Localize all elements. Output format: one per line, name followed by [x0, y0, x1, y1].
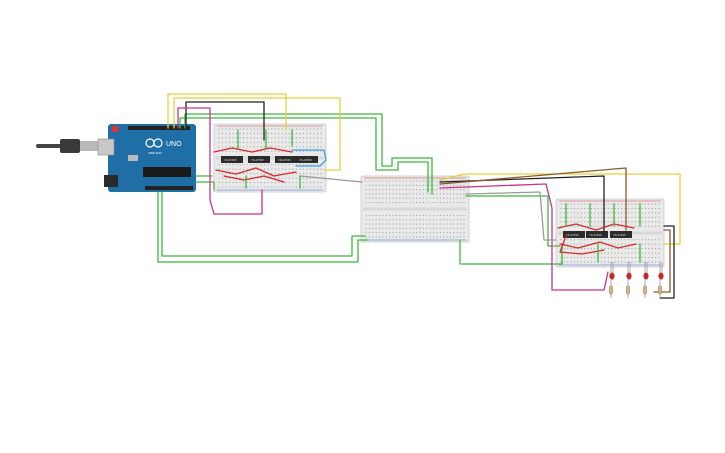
led-with-resistor[interactable]: [626, 262, 632, 298]
chip-label: 74HC595: [299, 158, 312, 162]
jumper-wire[interactable]: [167, 93, 287, 131]
resistor-icon: [658, 285, 662, 295]
jumper-wire[interactable]: [439, 173, 681, 245]
shift-register-chip[interactable]: 74HC595: [563, 231, 585, 238]
atmega-chip: [143, 167, 191, 177]
jumper-wire[interactable]: [459, 239, 563, 265]
arduino-board[interactable]: UNO ARDUINO: [97, 124, 196, 192]
jumper-wire[interactable]: [439, 183, 609, 291]
digital-header: [128, 126, 190, 130]
jumper-wire[interactable]: [223, 175, 285, 183]
board-brand: ARDUINO: [148, 151, 163, 155]
shift-register-chip[interactable]: 74HC595: [586, 231, 608, 238]
power-jack: [104, 175, 118, 187]
jumper-wire[interactable]: [439, 175, 605, 233]
jumper-wire[interactable]: [659, 225, 675, 299]
led-with-resistor[interactable]: [609, 262, 615, 298]
jumper-wire[interactable]: [291, 149, 327, 167]
jumper-wire[interactable]: [173, 97, 341, 171]
led-icon: [626, 272, 632, 280]
resistor-icon: [609, 285, 613, 295]
breadboard-holes: [560, 203, 660, 263]
board-name: UNO: [166, 141, 182, 148]
chip-label: 74HC595: [589, 233, 602, 237]
jumper-wire[interactable]: [299, 175, 363, 183]
led-icon: [609, 272, 615, 280]
infinity-logo-icon: [153, 138, 163, 148]
led-array[interactable]: [609, 262, 664, 298]
analog-header: [145, 186, 193, 190]
arduino-pcb: [108, 124, 196, 192]
jumper-wire[interactable]: [559, 235, 605, 255]
jumper-wire[interactable]: [215, 167, 297, 177]
shift-register-chip[interactable]: 74HC595: [275, 156, 297, 163]
jumper-wire[interactable]: [185, 101, 265, 141]
led-icon: [658, 272, 664, 280]
jumper-wire[interactable]: [653, 229, 671, 293]
led-with-resistor[interactable]: [658, 262, 664, 298]
resistor-icon: [626, 285, 630, 295]
chip-label: 74HC595: [613, 233, 626, 237]
led-icon: [643, 272, 649, 280]
chip-label: 74HC595: [251, 158, 264, 162]
jumper-wire[interactable]: [157, 191, 369, 263]
jumper-wire[interactable]: [213, 147, 293, 153]
jumper-wire[interactable]: [177, 107, 263, 215]
jumper-wire[interactable]: [179, 117, 429, 193]
jumper-wire[interactable]: [557, 223, 635, 231]
chip-label: 74HC595: [278, 158, 291, 162]
shift-register-chip[interactable]: 74HC595: [610, 231, 632, 238]
jumper-wire[interactable]: [195, 181, 215, 191]
jumper-wire[interactable]: [465, 195, 561, 247]
jumper-wire[interactable]: [559, 241, 637, 249]
reset-button[interactable]: [112, 126, 118, 132]
jumper-wire[interactable]: [439, 167, 627, 231]
led-with-resistor[interactable]: [643, 262, 649, 298]
jumper-wire[interactable]: [184, 113, 433, 195]
shift-register-chip[interactable]: 74HC595: [296, 156, 318, 163]
shift-register-chip[interactable]: 74HC595: [221, 156, 243, 163]
resistor-icon: [643, 285, 647, 295]
jumper-wire[interactable]: [161, 191, 366, 257]
shift-register-chip[interactable]: 74HC595: [248, 156, 270, 163]
breadboard-center[interactable]: [360, 175, 470, 243]
jumper-wire[interactable]: [465, 191, 557, 241]
breadboard-holes: [365, 180, 465, 238]
usb-cable: [36, 139, 98, 153]
usb-port: [97, 138, 115, 156]
chip-label: 74HC595: [224, 158, 237, 162]
chip-label: 74HC595: [566, 233, 579, 237]
breadboard-holes: [218, 128, 322, 188]
capacitor: [128, 155, 138, 161]
